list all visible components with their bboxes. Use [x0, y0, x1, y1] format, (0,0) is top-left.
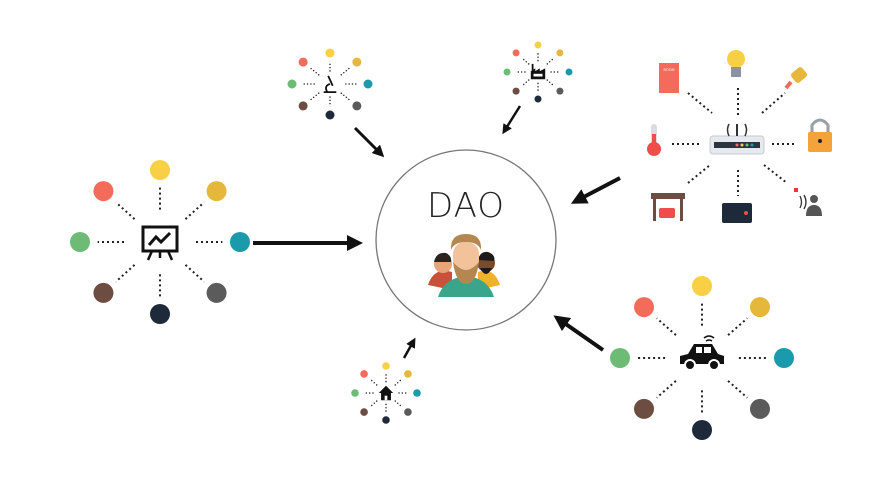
door-label: ROOM	[664, 68, 675, 72]
padlock-icon	[808, 118, 832, 152]
node-dot	[325, 110, 335, 120]
arrows	[253, 105, 621, 359]
person-sensor-icon	[794, 188, 822, 216]
dotted-connector	[369, 400, 378, 408]
speaker-box-icon	[722, 203, 752, 223]
dotted-connector	[727, 380, 748, 399]
arrow-science	[353, 126, 385, 158]
thermometer-icon	[647, 124, 661, 156]
node-dot	[287, 79, 297, 89]
vehicle-cluster	[610, 276, 794, 440]
analytics-cluster	[70, 160, 250, 324]
dotted-connector	[521, 79, 530, 87]
home-cluster	[351, 362, 421, 424]
node-dot	[360, 370, 368, 378]
wifi-router-icon	[709, 123, 765, 155]
dotted-connector	[656, 380, 677, 399]
dotted-connector	[310, 67, 320, 76]
node-dot	[360, 408, 368, 416]
node-dot	[556, 49, 564, 57]
dotted-connector	[656, 317, 677, 336]
dotted-connector	[184, 264, 205, 283]
science-cluster	[287, 48, 373, 120]
node-dot	[382, 416, 390, 424]
arrow-iot	[570, 176, 621, 204]
node-dot	[351, 389, 359, 397]
dotted-connector	[546, 57, 555, 65]
dotted-connector	[340, 92, 350, 101]
plug-icon	[784, 67, 807, 90]
node-dot	[206, 282, 227, 303]
garage-icon	[651, 193, 685, 221]
node-dot	[404, 408, 412, 416]
node-dot	[634, 398, 655, 419]
people-group-icon	[428, 234, 500, 297]
node-dot	[404, 370, 412, 378]
node-dot	[93, 181, 114, 202]
arrow-home	[402, 337, 416, 359]
node-dot	[556, 87, 564, 95]
autonomous-car-icon	[680, 335, 724, 371]
factory-cluster	[503, 41, 573, 103]
dotted-connector	[310, 92, 320, 101]
node-dot	[325, 48, 335, 58]
dotted-connector	[394, 400, 403, 408]
iot-cluster: ROOM	[647, 50, 832, 223]
node-dot	[352, 101, 362, 111]
presentation-chart-icon	[141, 225, 179, 261]
node-dot	[230, 232, 250, 252]
node-dot	[565, 68, 573, 76]
lightbulb-icon	[727, 50, 745, 77]
arrow-vehicle	[553, 315, 605, 352]
node-dot	[382, 362, 390, 370]
dao-label: DAO	[426, 186, 506, 226]
door-icon: ROOM	[659, 63, 679, 93]
node-dot	[610, 348, 630, 368]
node-dot	[512, 49, 520, 57]
node-dot	[93, 282, 114, 303]
node-dot	[692, 420, 712, 440]
node-dot	[534, 41, 542, 49]
microscope-icon	[323, 75, 337, 94]
node-dot	[352, 57, 362, 67]
node-dot	[534, 95, 542, 103]
node-dot	[692, 276, 712, 296]
dotted-connector	[115, 264, 136, 283]
node-dot	[70, 232, 90, 252]
node-dot	[150, 160, 170, 180]
factory-icon	[530, 63, 546, 80]
arrow-factory	[502, 105, 522, 135]
house-icon	[378, 385, 394, 401]
node-dot	[512, 87, 520, 95]
node-dot	[298, 57, 308, 67]
node-dot	[150, 304, 170, 324]
dotted-connector	[727, 317, 748, 336]
node-dot	[363, 79, 373, 89]
node-dot	[749, 297, 770, 318]
dotted-connector	[340, 67, 350, 76]
dotted-connector	[115, 201, 136, 220]
node-dot	[774, 348, 794, 368]
node-dot	[206, 181, 227, 202]
dotted-connector	[394, 378, 403, 386]
node-dot	[503, 68, 511, 76]
node-dot	[298, 101, 308, 111]
dotted-connector	[369, 378, 378, 386]
node-dot	[749, 398, 770, 419]
node-dot	[634, 297, 655, 318]
dotted-connector	[521, 57, 530, 65]
dotted-connector	[184, 201, 205, 220]
dotted-connector	[546, 79, 555, 87]
node-dot	[413, 389, 421, 397]
